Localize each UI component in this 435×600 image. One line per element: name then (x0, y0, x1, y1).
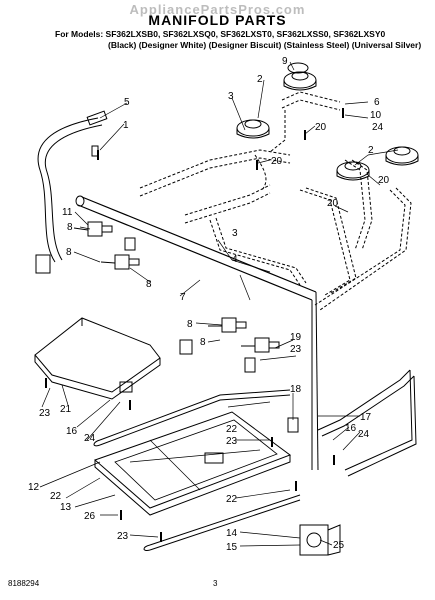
bake-burner-tube (93, 389, 301, 551)
page-number: 3 (213, 579, 218, 588)
callout-21: 21 (60, 404, 72, 415)
burner-cap-9 (287, 62, 309, 74)
callout-16b: 16 (345, 423, 357, 434)
burner-base-rear-right (283, 71, 317, 91)
callout-8c: 8 (146, 279, 152, 290)
callout-3a: 3 (228, 91, 234, 102)
lower-valve-assembly (299, 524, 341, 556)
burner-base-front-left (336, 161, 370, 181)
callout-23a: 23 (290, 344, 302, 355)
burner-base-front-right (385, 146, 419, 166)
callout-10: 10 (370, 110, 382, 121)
valves (73, 221, 280, 353)
callout-8d: 8 (187, 319, 193, 330)
callout-7: 7 (180, 292, 186, 303)
callout-5: 5 (124, 97, 130, 108)
valve-4 (241, 337, 280, 353)
callout-labels: 5 1 9 2 3 6 10 24 20 20 2 20 20 11 8 3 4… (28, 56, 390, 553)
callout-24b: 24 (84, 433, 96, 444)
callout-8b: 8 (66, 247, 72, 258)
callout-18: 18 (290, 384, 302, 395)
valve-2 (100, 254, 140, 270)
burner-tubes-upper (139, 91, 412, 311)
callout-23b: 23 (39, 408, 51, 419)
callout-26: 26 (84, 511, 96, 522)
brackets (119, 237, 299, 433)
callout-14: 14 (226, 528, 238, 539)
bottom-burner-pan (94, 411, 292, 516)
callout-24a: 24 (372, 122, 384, 133)
callout-25: 25 (333, 540, 345, 551)
page-title: MANIFOLD PARTS (148, 12, 287, 28)
colors-line: (Black) (Designer White) (Designer Biscu… (108, 40, 422, 50)
heat-shield (34, 317, 161, 400)
callout-11: 11 (62, 207, 73, 218)
callout-20d: 20 (327, 198, 339, 209)
callout-13: 13 (60, 502, 72, 513)
valve-3 (208, 317, 247, 333)
valve-1 (73, 221, 113, 237)
watermark: AppliancePartsPros.com (129, 2, 306, 17)
burner-bases (236, 62, 419, 181)
callout-20b: 20 (271, 156, 283, 167)
callout-15: 15 (226, 542, 238, 553)
callout-22c: 22 (226, 494, 238, 505)
callout-9: 9 (282, 56, 288, 67)
gas-supply-tube (35, 110, 108, 274)
callout-22b: 22 (50, 491, 62, 502)
callout-leaders (39, 61, 399, 547)
callout-23d: 23 (117, 531, 129, 542)
callout-24c: 24 (358, 429, 370, 440)
callout-8a: 8 (67, 222, 73, 233)
callout-23c: 23 (226, 436, 238, 447)
burner-base-rear-left (236, 119, 270, 139)
models-line: For Models: SF362LXSB0, SF362LXSQ0, SF36… (55, 29, 386, 39)
callout-3b: 3 (232, 228, 238, 239)
lower-supply-tube (317, 369, 417, 477)
callout-1: 1 (123, 120, 129, 131)
screws (45, 108, 344, 542)
callout-16a: 16 (66, 426, 78, 437)
callout-2b: 2 (368, 145, 374, 156)
callout-19: 19 (290, 332, 302, 343)
callout-8e: 8 (200, 337, 206, 348)
callout-4: 4 (232, 254, 238, 265)
callout-12: 12 (28, 482, 40, 493)
callout-17: 17 (360, 412, 372, 423)
doc-number: 8188294 (8, 579, 40, 588)
callout-2a: 2 (257, 74, 263, 85)
callout-22a: 22 (226, 424, 238, 435)
callout-20c: 20 (378, 175, 390, 186)
callout-20a: 20 (315, 122, 327, 133)
callout-6: 6 (374, 97, 380, 108)
manifold-pipe (75, 195, 319, 471)
